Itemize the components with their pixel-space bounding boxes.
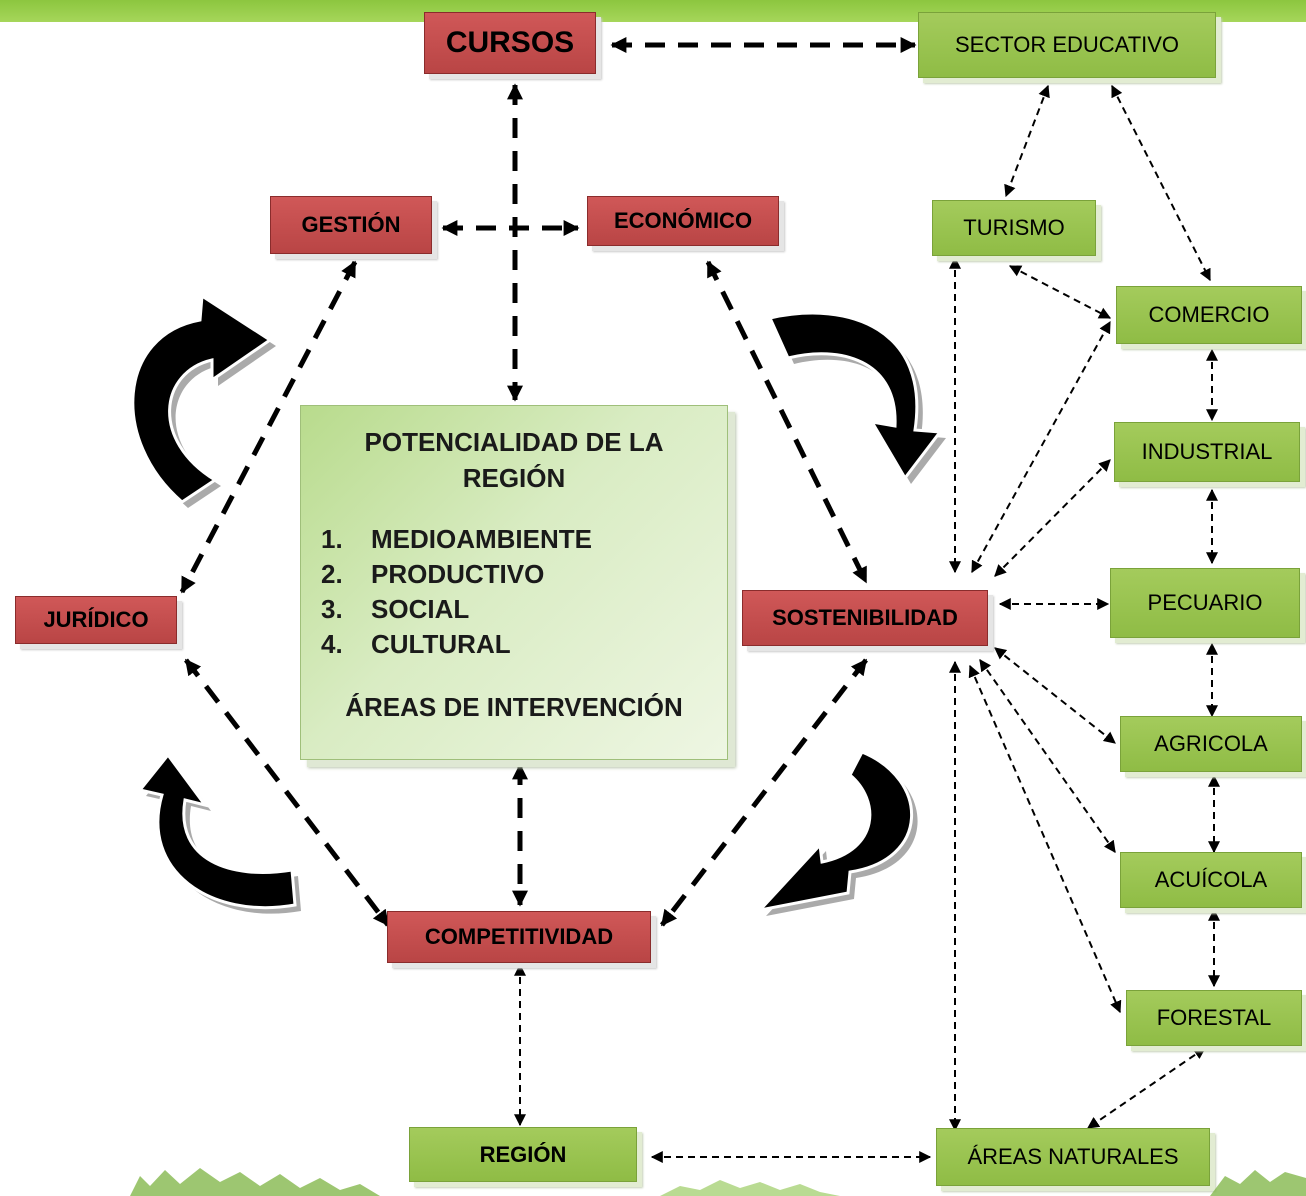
node-forestal: FORESTAL [1126, 990, 1302, 1046]
node-gestion-label: GESTIÓN [301, 212, 401, 237]
node-industrial-label: INDUSTRIAL [1141, 439, 1273, 464]
node-industrial: INDUSTRIAL [1114, 422, 1300, 482]
node-juridico: JURÍDICO [15, 596, 177, 644]
node-region-label: REGIÓN [479, 1141, 567, 1167]
node-region: REGIÓN [409, 1127, 637, 1182]
node-sector-educativo: SECTOR EDUCATIVO [918, 12, 1216, 78]
link-juridico-competitividad [184, 658, 390, 927]
node-cursos: CURSOS [424, 12, 596, 74]
node-sostenibilidad: SOSTENIBILIDAD [742, 590, 988, 646]
link-gestion-juridico [179, 260, 358, 594]
list-item: 4.CULTURAL [321, 629, 511, 659]
node-gestion: GESTIÓN [270, 196, 432, 254]
node-competitividad-label: COMPETITIVIDAD [424, 924, 614, 949]
node-sostenibilidad-label: SOSTENIBILIDAD [772, 605, 958, 630]
list-item: 2.PRODUCTIVO [321, 559, 545, 589]
potencialidad-list: 1.MEDIOAMBIENTE 2.PRODUCTIVO 3.SOCIAL 4.… [321, 522, 707, 662]
node-areas-naturales-label: ÁREAS NATURALES [967, 1144, 1179, 1169]
node-pecuario-label: PECUARIO [1147, 590, 1263, 615]
cycle-arrow-bottom-right [755, 750, 918, 916]
node-competitividad: COMPETITIVIDAD [387, 911, 651, 963]
potencialidad-box: POTENCIALIDAD DE LA REGIÓN 1.MEDIOAMBIEN… [300, 405, 728, 760]
node-turismo: TURISMO [932, 200, 1096, 256]
cycle-arrow-top-left [131, 293, 276, 508]
node-sector-educativo-label: SECTOR EDUCATIVO [954, 32, 1180, 57]
node-economico-label: ECONÓMICO [613, 208, 753, 233]
potencialidad-title: POTENCIALIDAD DE LA REGIÓN [364, 427, 664, 493]
node-areas-naturales: ÁREAS NATURALES [936, 1128, 1210, 1186]
node-turismo-label: TURISMO [963, 215, 1065, 240]
list-item: 3.SOCIAL [321, 594, 470, 624]
node-comercio-label: COMERCIO [1148, 302, 1270, 327]
node-acuicola: ACUÍCOLA [1120, 852, 1302, 908]
cycle-arrow-top-right [767, 311, 946, 484]
list-item: 1.MEDIOAMBIENTE [321, 524, 592, 554]
node-pecuario: PECUARIO [1110, 568, 1300, 638]
node-cursos-label: CURSOS [445, 26, 575, 59]
areas-intervencion-label: ÁREAS DE INTERVENCIÓN [345, 692, 683, 722]
node-forestal-label: FORESTAL [1156, 1005, 1272, 1030]
link-economico-sostenibilidad [705, 260, 869, 584]
node-economico: ECONÓMICO [587, 196, 779, 246]
grass-decoration [130, 1168, 1306, 1196]
node-acuicola-label: ACUÍCOLA [1154, 867, 1268, 892]
node-agricola: AGRICOLA [1120, 716, 1302, 772]
node-comercio: COMERCIO [1116, 286, 1302, 344]
cycle-arrow-bottom-left [137, 752, 301, 914]
node-juridico-label: JURÍDICO [43, 607, 149, 632]
node-agricola-label: AGRICOLA [1154, 731, 1268, 756]
link-sostenibilidad-competitividad [660, 658, 868, 927]
